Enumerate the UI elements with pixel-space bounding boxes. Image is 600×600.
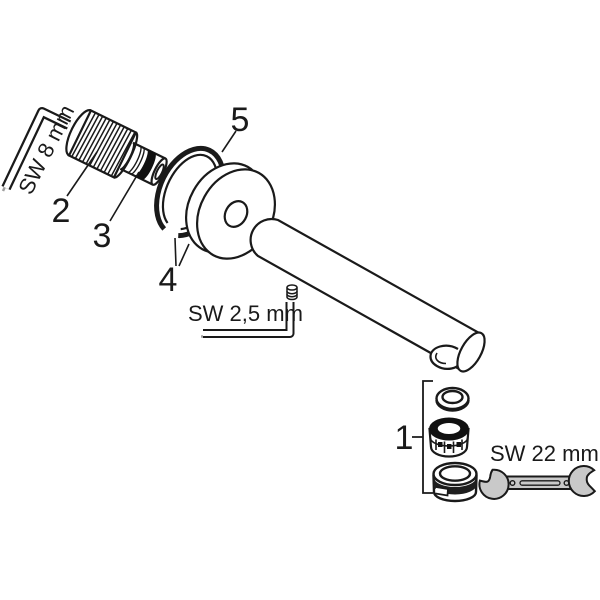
aerator-insert-icon [428,417,470,458]
hex-key-2-5mm-icon [201,302,295,338]
part-label-2: 2 [52,192,71,230]
escutcheon-plate-icon [185,162,276,260]
wrench-label: SW 22 mm [490,441,599,466]
spout-tube-icon [249,217,486,373]
o-ring-icon [134,149,156,180]
group-1-bracket [412,380,433,494]
open-end-wrench-icon [478,465,597,500]
part-label-3: 3 [93,217,112,255]
part-label-1: 1 [395,419,414,457]
leader-lines [66,130,237,267]
set-screw-icon [286,284,298,301]
aerator-housing-icon [432,461,478,503]
part-label-4: 4 [159,261,178,299]
aerator-gasket-icon [435,386,470,412]
hex-key-8mm-icon [1,107,72,192]
threaded-nipple-icon [65,109,168,186]
hex-key-2-5mm-label: SW 2,5 mm [188,301,303,326]
part-label-5: 5 [231,101,250,139]
